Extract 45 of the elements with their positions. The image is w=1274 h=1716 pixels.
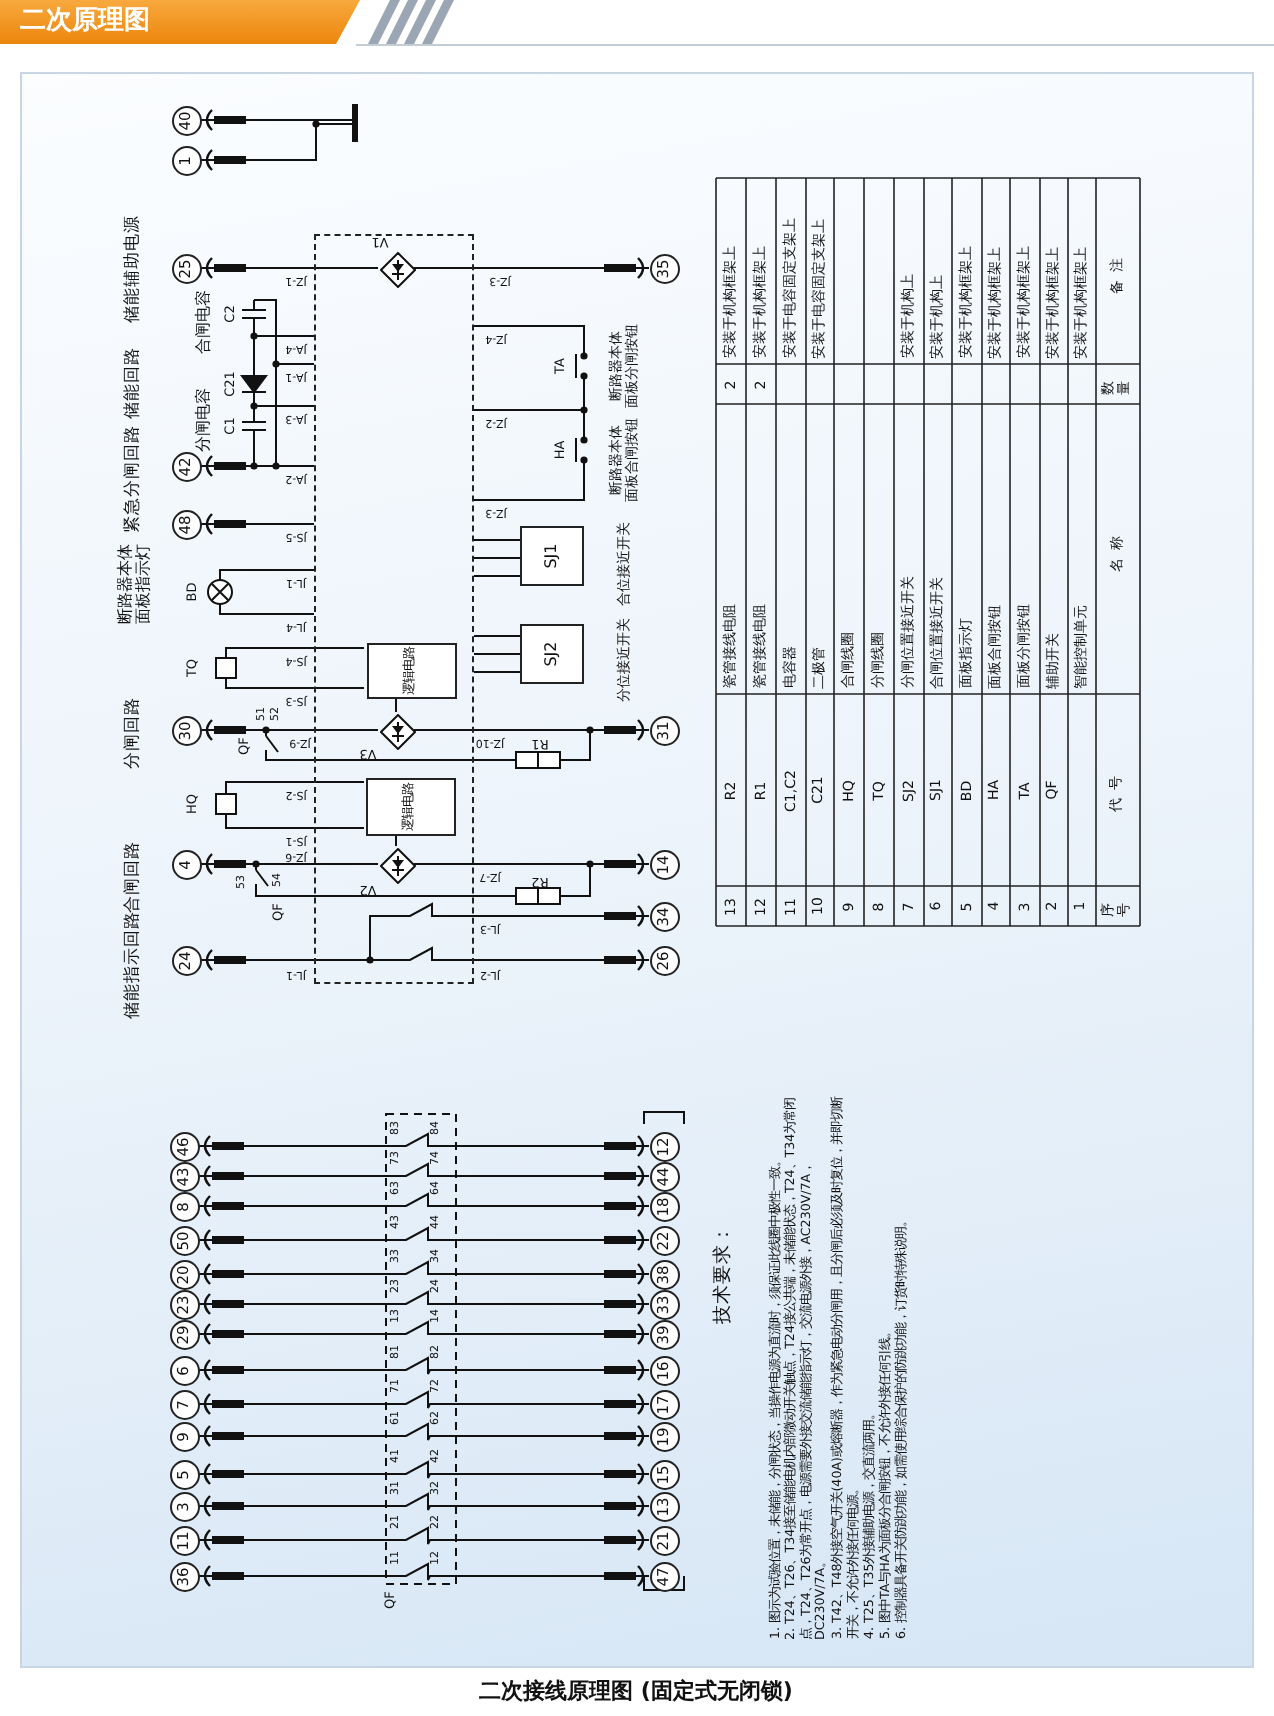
rectifier-bridge <box>380 848 416 884</box>
sensor-box: SJ1 <box>520 526 584 586</box>
rectifier-bridge <box>380 714 416 750</box>
circuit-label: 储能指示回路 <box>123 910 145 1020</box>
wire <box>198 1226 650 1241</box>
wire <box>200 465 315 467</box>
wire <box>198 1562 650 1581</box>
wire <box>413 267 650 269</box>
wire <box>473 635 521 673</box>
heading: 技术要求： <box>712 1224 736 1324</box>
circuit-label: 储能回路 <box>123 344 145 422</box>
wire <box>198 1132 650 1147</box>
wire <box>413 863 650 865</box>
sensor-box: SJ2 <box>520 624 584 684</box>
wire <box>198 1260 650 1275</box>
wire <box>200 523 315 525</box>
wire <box>198 1492 650 1511</box>
wire <box>198 1460 650 1479</box>
wire <box>198 1526 650 1545</box>
circuit-label: 断路器本体面板指示灯 <box>114 542 154 626</box>
wire <box>200 267 379 269</box>
wire <box>200 119 353 121</box>
circuit-label: 储能辅助电源 <box>123 212 145 324</box>
control-unit-frame <box>314 234 474 984</box>
circuit-label: 合闸电容 <box>194 288 214 358</box>
wire <box>200 729 379 731</box>
circuit-label: 分闸电容 <box>194 386 214 456</box>
wire <box>200 123 353 161</box>
wire <box>198 1356 650 1375</box>
wire <box>198 1320 650 1335</box>
caption: 二次接线原理图 (固定式无闭锁) <box>477 1676 795 1708</box>
wire <box>198 1162 650 1177</box>
wire <box>200 863 379 865</box>
title-tab: 二次原理图 <box>0 0 360 44</box>
wire <box>198 1290 650 1305</box>
rectifier-bridge <box>380 252 416 288</box>
wire <box>198 1192 650 1207</box>
circuit-label: 合闸回路 <box>123 838 145 913</box>
wire <box>198 1390 650 1409</box>
circuit-label: 紧急分闸回路 <box>123 424 145 532</box>
wire <box>413 729 650 731</box>
wire <box>473 539 521 577</box>
circuit-label: 分闸回路 <box>123 694 145 772</box>
wire <box>198 1422 650 1441</box>
ground-bar <box>352 104 358 142</box>
